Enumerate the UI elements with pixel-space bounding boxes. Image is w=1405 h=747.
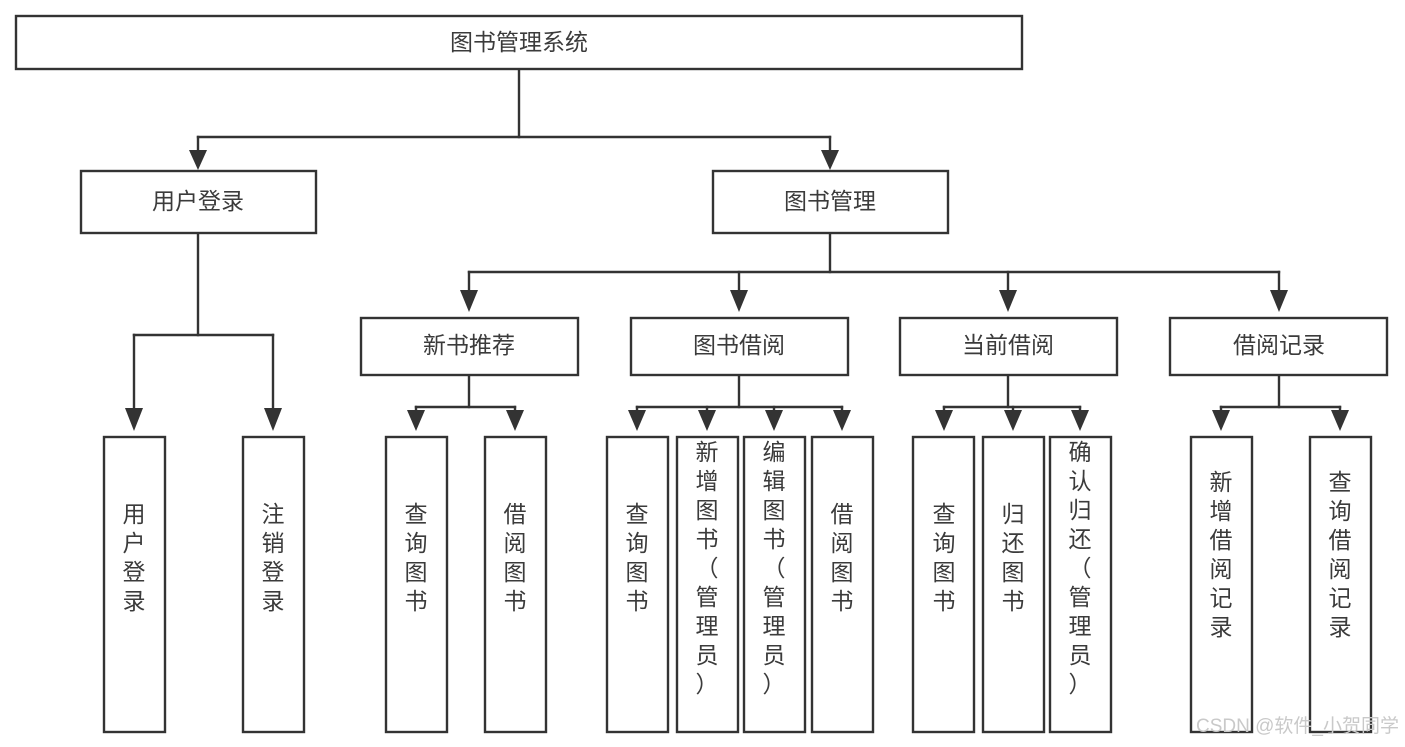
node-leaf-query-record-label: 查询借阅记录 <box>1329 469 1352 640</box>
node-leaf-add-book[interactable]: 新增图书（管理员） <box>675 435 740 734</box>
node-leaf-return-book[interactable]: 归还图书 <box>981 435 1046 734</box>
node-leaf-logout[interactable]: 注销登录 <box>241 435 306 734</box>
connector-group-current-borrow <box>935 373 1089 431</box>
node-leaf-query-book-3[interactable]: 查询图书 <box>911 435 976 734</box>
arrow-head-leaf-query-book-1 <box>407 410 425 431</box>
arrow-head-book-borrow <box>730 290 748 312</box>
node-leaf-confirm-return[interactable]: 确认归还（管理员） <box>1048 435 1113 734</box>
node-leaf-query-book-2-label: 查询图书 <box>626 501 649 614</box>
node-leaf-add-record[interactable]: 新增借阅记录 <box>1189 435 1254 734</box>
connector-group-new-book-rec <box>407 373 524 431</box>
node-book-borrow-box[interactable] <box>629 316 850 377</box>
node-leaf-user-login-label: 用户登录 <box>123 501 146 614</box>
arrow-head-leaf-add-book <box>698 410 716 431</box>
node-leaf-borrow-book-1-label: 借阅图书 <box>504 501 527 614</box>
node-leaf-borrow-book-2-box[interactable] <box>810 435 875 734</box>
arrow-head-leaf-query-record <box>1331 410 1349 431</box>
csdn-watermark: CSDN @软件_小贺同学 <box>1196 715 1399 737</box>
arrow-head-leaf-borrow-book-1 <box>506 410 524 431</box>
node-leaf-edit-book-label: 编辑图书（管理员） <box>763 439 786 697</box>
node-leaf-edit-book[interactable]: 编辑图书（管理员） <box>742 435 807 734</box>
node-new-book-rec-box[interactable] <box>359 316 580 377</box>
node-user-login-label: 用户登录 <box>152 188 244 214</box>
node-leaf-query-book-1-label: 查询图书 <box>405 501 428 614</box>
node-book-manage-label: 图书管理 <box>784 188 876 214</box>
arrow-head-leaf-query-book-3 <box>935 410 953 431</box>
node-root-box[interactable] <box>14 14 1024 71</box>
node-borrow-record-label: 借阅记录 <box>1233 332 1325 358</box>
node-leaf-confirm-return-label: 确认归还（管理员） <box>1069 439 1092 697</box>
node-leaf-logout-label: 注销登录 <box>262 501 285 614</box>
node-current-borrow-box[interactable] <box>898 316 1119 377</box>
node-root-label: 图书管理系统 <box>450 29 588 55</box>
node-leaf-confirm-return-box[interactable] <box>1048 435 1113 734</box>
node-book-borrow[interactable]: 图书借阅 <box>629 316 850 377</box>
node-leaf-return-book-label: 归还图书 <box>1002 501 1025 614</box>
node-leaf-user-login-box[interactable] <box>102 435 167 734</box>
node-borrow-record-box[interactable] <box>1168 316 1389 377</box>
arrow-head-new-book-rec <box>460 290 478 312</box>
arrow-head-leaf-add-record <box>1212 410 1230 431</box>
node-leaf-query-book-3-label: 查询图书 <box>933 501 956 614</box>
arrow-head-leaf-return-book <box>1004 410 1022 431</box>
node-leaf-edit-book-box[interactable] <box>742 435 807 734</box>
connector-group-borrow-record <box>1212 373 1349 431</box>
node-leaf-borrow-book-1-box[interactable] <box>483 435 548 734</box>
arrow-head-book-manage <box>821 150 839 170</box>
node-leaf-add-record-box[interactable] <box>1189 435 1254 734</box>
arrow-head-leaf-logout <box>264 408 282 431</box>
arrow-head-leaf-query-book-2 <box>628 410 646 431</box>
node-new-book-rec-label: 新书推荐 <box>423 332 515 358</box>
node-leaf-add-book-box[interactable] <box>675 435 740 734</box>
node-leaf-borrow-book-1[interactable]: 借阅图书 <box>483 435 548 734</box>
node-user-login-box[interactable] <box>79 169 318 235</box>
arrow-head-leaf-user-login <box>125 408 143 431</box>
arrow-head-leaf-borrow-book-2 <box>833 410 851 431</box>
arrow-head-leaf-edit-book <box>765 410 783 431</box>
node-book-borrow-label: 图书借阅 <box>693 332 785 358</box>
node-leaf-logout-box[interactable] <box>241 435 306 734</box>
node-leaf-add-book-label: 新增图书（管理员） <box>696 439 719 697</box>
connector-group-user-login <box>125 231 282 431</box>
arrow-head-current-borrow <box>999 290 1017 312</box>
node-leaf-query-record[interactable]: 查询借阅记录 <box>1308 435 1373 734</box>
arrow-head-borrow-record <box>1270 290 1288 312</box>
node-borrow-record[interactable]: 借阅记录 <box>1168 316 1389 377</box>
node-leaf-add-record-label: 新增借阅记录 <box>1210 469 1233 640</box>
node-leaf-user-login[interactable]: 用户登录 <box>102 435 167 734</box>
node-book-manage[interactable]: 图书管理 <box>711 169 950 235</box>
node-leaf-borrow-book-2-label: 借阅图书 <box>831 501 854 614</box>
node-leaf-query-book-1-box[interactable] <box>384 435 449 734</box>
node-new-book-rec[interactable]: 新书推荐 <box>359 316 580 377</box>
arrow-head-user-login <box>189 150 207 170</box>
node-leaf-query-record-box[interactable] <box>1308 435 1373 734</box>
node-current-borrow-label: 当前借阅 <box>962 332 1054 358</box>
node-leaf-query-book-2-box[interactable] <box>605 435 670 734</box>
node-leaf-borrow-book-2[interactable]: 借阅图书 <box>810 435 875 734</box>
node-leaf-return-book-box[interactable] <box>981 435 1046 734</box>
node-current-borrow[interactable]: 当前借阅 <box>898 316 1119 377</box>
node-leaf-query-book-2[interactable]: 查询图书 <box>605 435 670 734</box>
connector-group-root <box>189 67 839 170</box>
node-book-manage-box[interactable] <box>711 169 950 235</box>
connector-group-book-manage <box>460 231 1288 312</box>
arrow-head-leaf-confirm-return <box>1071 410 1089 431</box>
node-user-login[interactable]: 用户登录 <box>79 169 318 235</box>
node-leaf-query-book-1[interactable]: 查询图书 <box>384 435 449 734</box>
connector-group-book-borrow <box>628 373 851 431</box>
node-leaf-query-book-3-box[interactable] <box>911 435 976 734</box>
node-root[interactable]: 图书管理系统 <box>14 14 1024 71</box>
